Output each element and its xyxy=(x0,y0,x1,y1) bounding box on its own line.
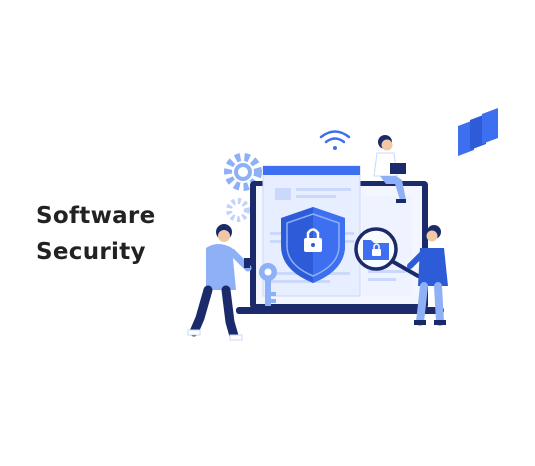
person-sitting xyxy=(373,135,406,203)
gear-icon xyxy=(224,153,262,222)
wifi-icon xyxy=(319,130,351,150)
logo-icon xyxy=(458,108,498,156)
key-icon xyxy=(259,263,277,306)
folder-lock-icon xyxy=(363,240,389,260)
person-right xyxy=(407,225,448,326)
shield-lock-icon xyxy=(281,207,345,283)
headline-line-1: Software xyxy=(36,203,156,229)
headline-line-2: Security xyxy=(36,239,146,265)
person-left xyxy=(187,224,252,341)
headline: Software Security xyxy=(36,198,155,270)
